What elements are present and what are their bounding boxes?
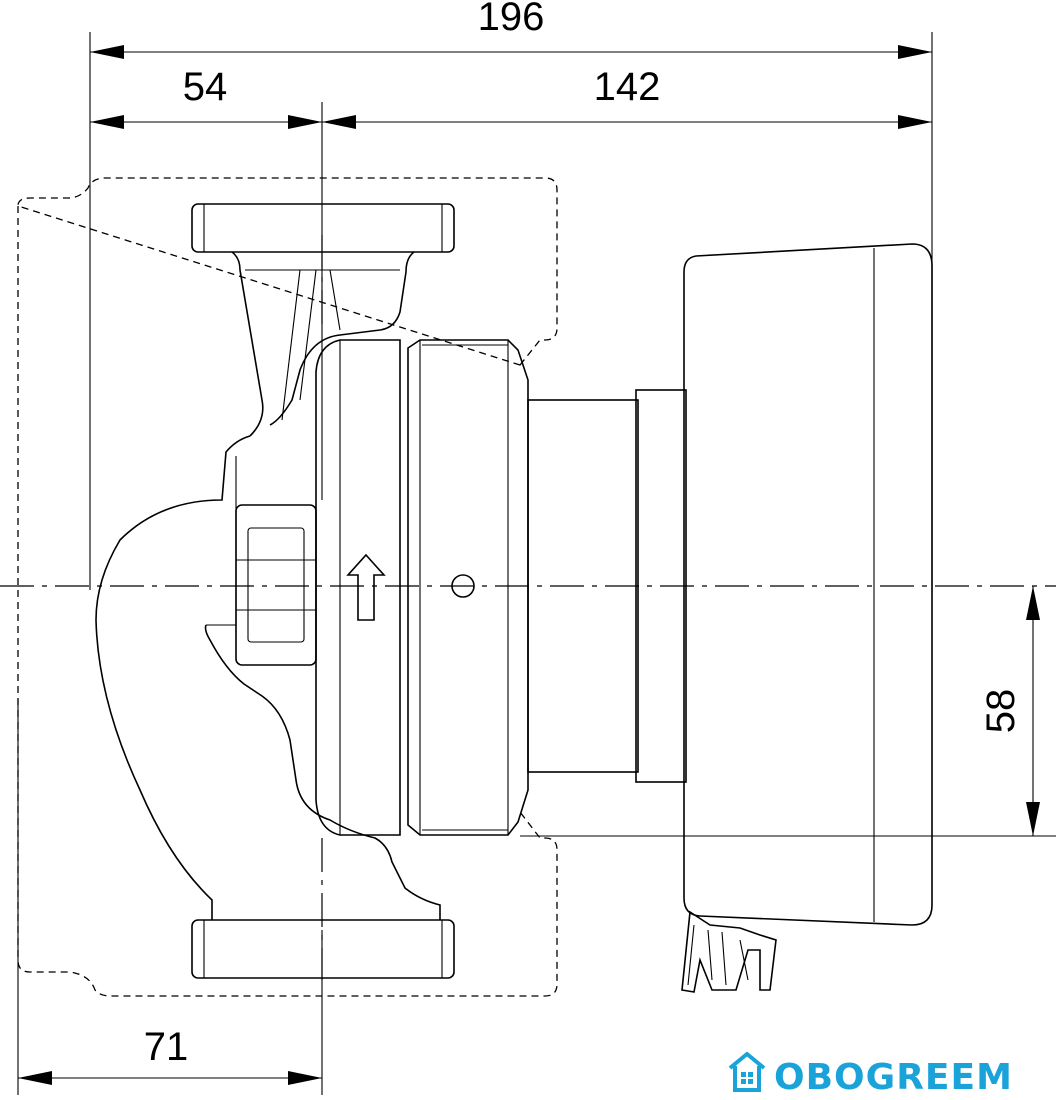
house-icon: [728, 1052, 766, 1092]
dimension-54-label: 54: [183, 65, 228, 109]
dashed-envelope: [17, 177, 558, 997]
pump-housing: [95, 203, 933, 993]
dimension-inlet-to-axis: 54: [90, 65, 932, 129]
dimension-axis-height: 58: [979, 586, 1040, 836]
dimension-flange-offset: 71: [18, 1025, 322, 1085]
dimension-71-label: 71: [144, 1025, 189, 1069]
flow-direction-arrow-icon: [346, 553, 386, 621]
dimension-axis-to-end: 142: [322, 65, 932, 129]
dimension-142-label: 142: [594, 65, 661, 109]
dimension-58-label: 58: [979, 689, 1023, 734]
brand-name: OBOGREEM: [774, 1057, 1013, 1098]
air-vent-screw: [451, 574, 475, 598]
cable-connector: [681, 910, 777, 993]
dimension-196-label: 196: [478, 0, 545, 39]
control-box: [683, 243, 933, 926]
extension-lines: [17, 32, 1056, 1095]
brand-logo: OBOGREEM: [728, 1052, 1013, 1098]
dimension-overall-width: 196: [90, 0, 932, 59]
